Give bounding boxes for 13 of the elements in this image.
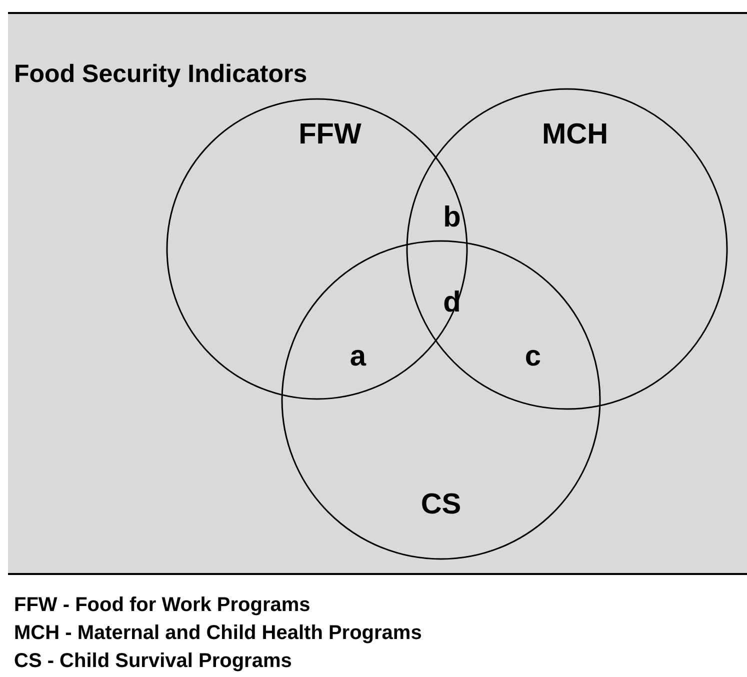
circle-label: MCH (542, 118, 608, 152)
region-label: b (443, 202, 461, 234)
venn-circle (281, 240, 601, 560)
circle-label: CS (420, 488, 462, 522)
region-label: a (350, 340, 366, 374)
circle-label: FFW (298, 118, 362, 152)
region-label: c (524, 340, 542, 374)
legend-text: FFW - Food for Work Programs (14, 594, 310, 617)
venn-circle (166, 98, 468, 400)
venn-circle (406, 88, 728, 410)
legend-text: CS - Child Survival Programs (14, 650, 292, 673)
legend-text: MCH - Maternal and Child Health Programs (14, 622, 422, 645)
title: Food Security Indicators (14, 60, 308, 89)
